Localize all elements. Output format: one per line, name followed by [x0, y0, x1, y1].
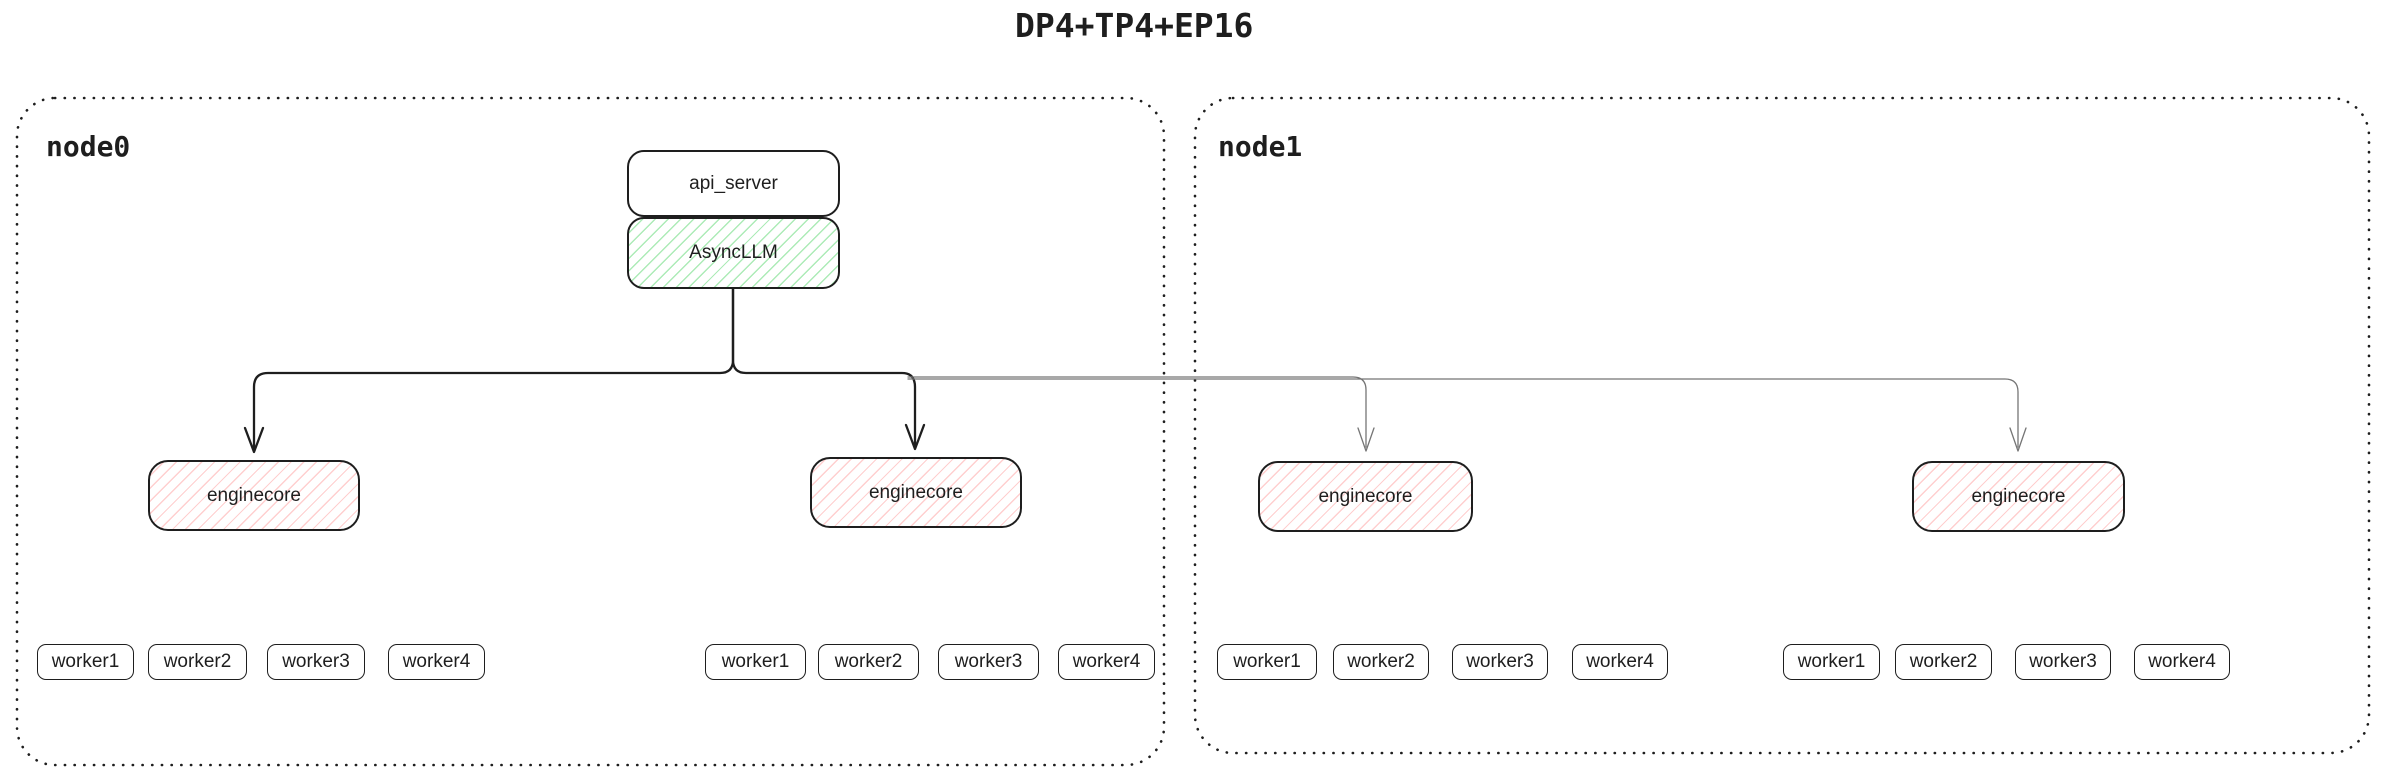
worker-box: worker1	[705, 644, 806, 680]
arrow-asyncllm-to-enginecore3	[907, 376, 1375, 452]
worker-box: worker1	[1783, 644, 1880, 680]
asyncllm-box: AsyncLLM	[627, 217, 840, 289]
worker-box: worker1	[37, 644, 134, 680]
worker-box: worker3	[267, 644, 365, 680]
worker-box: worker2	[818, 644, 919, 680]
arrow-asyncllm-to-enginecore1	[243, 287, 735, 454]
enginecore-box-node0-1: enginecore	[148, 460, 360, 531]
worker-box: worker4	[1572, 644, 1668, 680]
node1-label: node1	[1218, 130, 1303, 163]
worker-box: worker2	[148, 644, 247, 680]
worker-box: worker4	[388, 644, 485, 680]
worker-box: worker3	[2015, 644, 2111, 680]
worker-box: worker2	[1895, 644, 1992, 680]
worker-box: worker3	[938, 644, 1039, 680]
worker-box: worker1	[1217, 644, 1317, 680]
worker-box: worker4	[2134, 644, 2230, 680]
arrow-asyncllm-to-enginecore2	[731, 287, 926, 451]
enginecore-box-node1-2: enginecore	[1912, 461, 2125, 532]
arrow-asyncllm-to-enginecore4	[907, 378, 2027, 452]
worker-box: worker3	[1452, 644, 1548, 680]
api-server-box: api_server	[627, 150, 840, 217]
node0-boundary	[15, 96, 1166, 767]
worker-box: worker2	[1333, 644, 1429, 680]
enginecore-box-node0-2: enginecore	[810, 457, 1022, 528]
worker-box: worker4	[1058, 644, 1155, 680]
diagram-title: DP4+TP4+EP16	[1015, 6, 1254, 45]
node0-label: node0	[46, 130, 131, 163]
enginecore-box-node1-1: enginecore	[1258, 461, 1473, 532]
